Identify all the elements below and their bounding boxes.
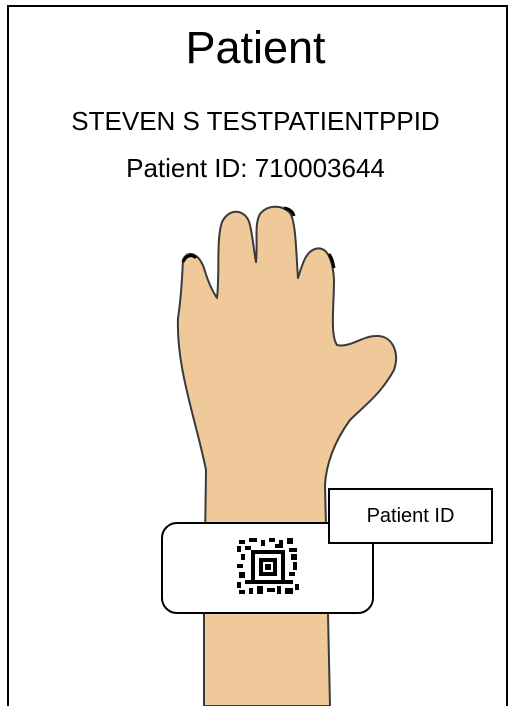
qr-code-icon: [237, 538, 299, 596]
patient-id-tag: Patient ID: [328, 488, 493, 544]
hand-icon: [178, 207, 396, 706]
